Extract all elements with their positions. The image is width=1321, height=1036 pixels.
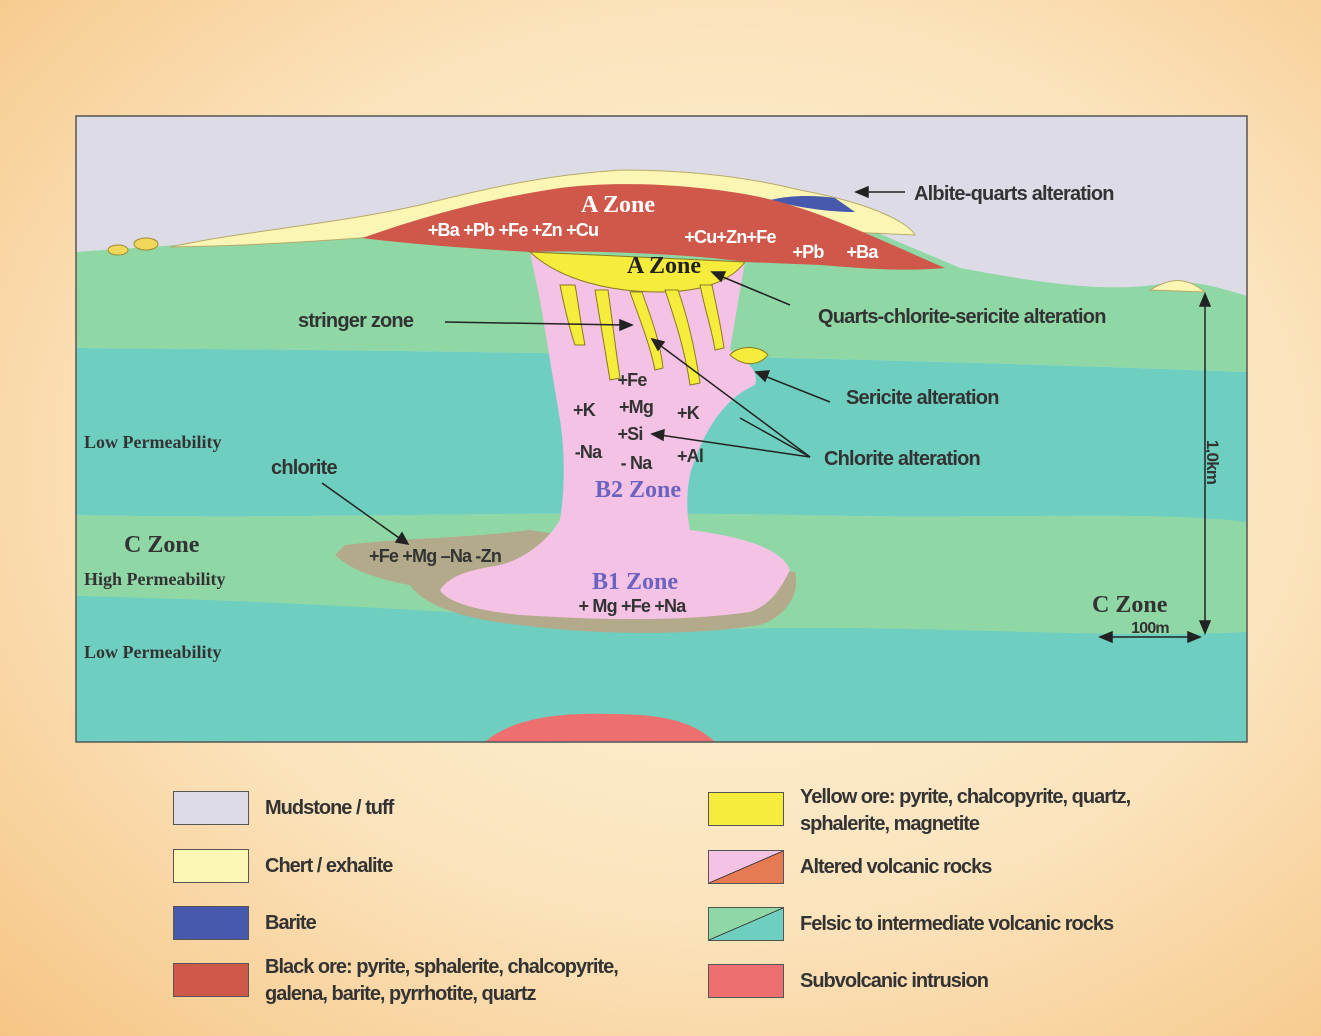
- legend-label-line1: Black ore: pyrite, sphalerite, chalcopyr…: [265, 954, 618, 981]
- b2-zone-label: B2 Zone: [595, 477, 681, 503]
- felsic-swatch: [708, 907, 784, 941]
- chlorite-label: chlorite: [271, 457, 338, 479]
- barite-swatch: [173, 906, 249, 940]
- legend-label: Mudstone / tuff: [265, 795, 393, 822]
- a-zone-elements-right-1: +Cu+Zn+Fe: [684, 227, 776, 247]
- legend-label-line2: sphalerite, magnetite: [800, 811, 979, 838]
- albite-alteration-label: Albite-quarts alteration: [914, 183, 1114, 205]
- element-k-right: +K: [677, 403, 700, 423]
- a-zone-inner-label: A Zone: [627, 253, 701, 279]
- chlorite-alteration-label: Chlorite alteration: [824, 448, 980, 470]
- element-si: +Si: [617, 424, 642, 444]
- element-k-left: +K: [573, 400, 596, 420]
- low-permeability-lower-label: Low Permeability: [84, 642, 221, 662]
- legend-label-line2: galena, barite, pyrrhotite, quartz: [265, 981, 536, 1008]
- legend-label-line1: Yellow ore: pyrite, chalcopyrite, quartz…: [800, 784, 1130, 811]
- a-zone-elements-left: +Ba +Pb +Fe +Zn +Cu: [428, 220, 598, 240]
- element-al: +Al: [677, 446, 703, 466]
- c-zone-left-label: C Zone: [124, 532, 200, 558]
- element-na-left: -Na: [575, 442, 603, 462]
- sericite-alteration-label: Sericite alteration: [846, 387, 999, 409]
- legend-label: Barite: [265, 910, 316, 937]
- low-permeability-upper-label: Low Permeability: [84, 432, 221, 452]
- legend-label: Felsic to intermediate volcanic rocks: [800, 911, 1113, 938]
- legend-label: Subvolcanic intrusion: [800, 968, 988, 995]
- legend-label: Chert / exhalite: [265, 853, 392, 880]
- black-ore-swatch: [173, 963, 249, 997]
- b1-zone-label: B1 Zone: [592, 569, 678, 595]
- yellow-ore-swatch: [708, 792, 784, 826]
- b1-elements: + Mg +Fe +Na: [579, 596, 688, 616]
- c-zone-right-label: C Zone: [1092, 592, 1168, 618]
- element-na-mid: - Na: [621, 453, 654, 473]
- legend-label: Altered volcanic rocks: [800, 854, 991, 881]
- stringer-zone-label: stringer zone: [298, 310, 414, 332]
- c-zone-elements: +Fe +Mg –Na -Zn: [369, 546, 501, 566]
- qcs-alteration-label: Quarts-chlorite-sericite alteration: [818, 306, 1106, 328]
- mudstone-swatch: [173, 791, 249, 825]
- intrusion-swatch: [708, 964, 784, 998]
- a-zone-top-label: A Zone: [581, 192, 655, 218]
- element-mg: +Mg: [619, 397, 653, 417]
- scale-100m-label: 100m: [1131, 620, 1169, 637]
- high-permeability-label: High Permeability: [84, 569, 225, 589]
- ore-blob: [134, 238, 158, 250]
- element-fe: +Fe: [617, 370, 647, 390]
- a-zone-elements-right-3: +Ba: [846, 242, 879, 262]
- ore-blob: [108, 245, 128, 255]
- altered-swatch: [708, 850, 784, 884]
- a-zone-elements-right-2: +Pb: [792, 242, 824, 262]
- chert-swatch: [173, 849, 249, 883]
- scale-1km-label: 1,0km: [1203, 440, 1222, 485]
